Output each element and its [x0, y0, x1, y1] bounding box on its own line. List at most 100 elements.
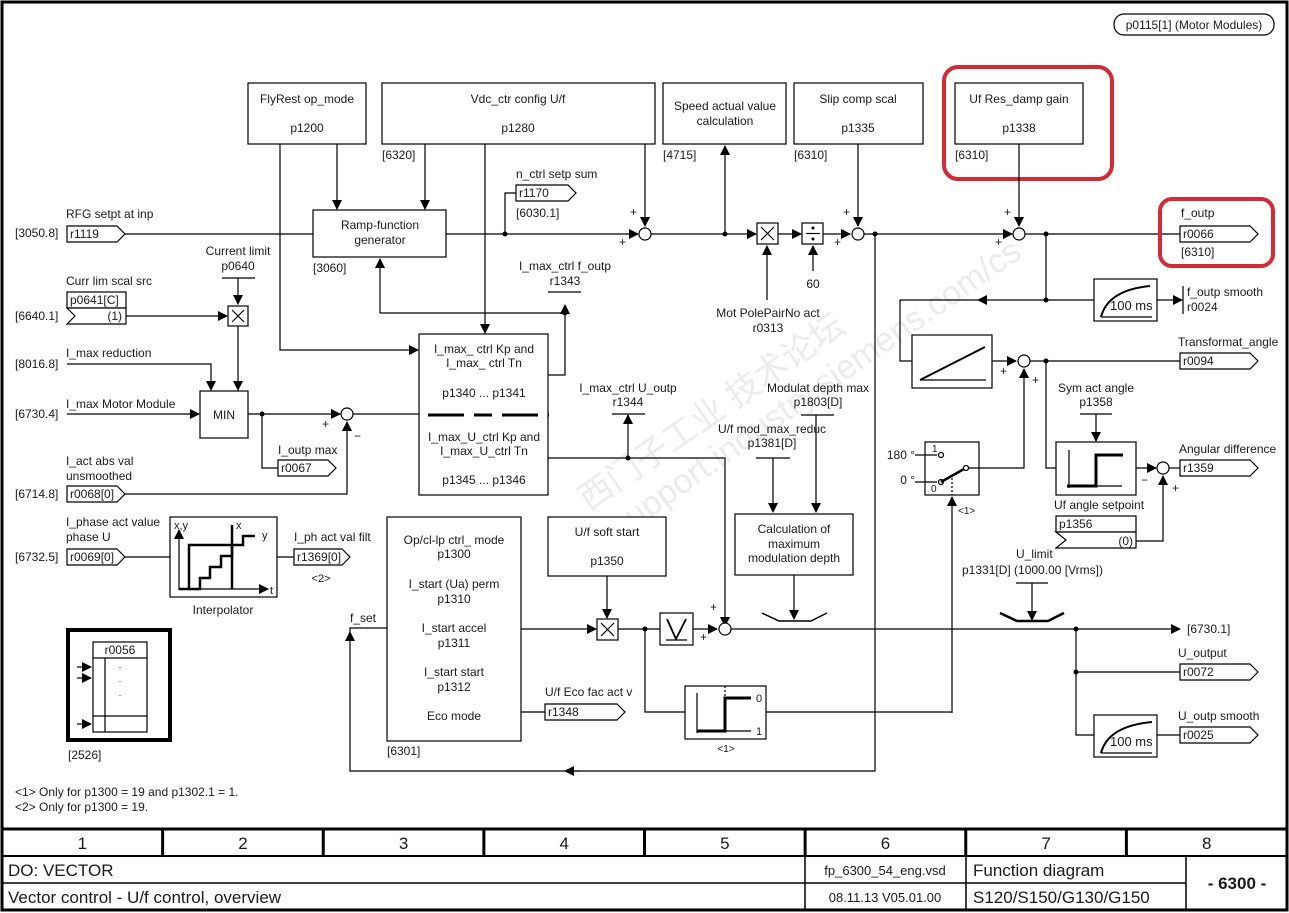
- svg-text:Vdc_ctr config U/f: Vdc_ctr config U/f: [471, 92, 566, 106]
- svg-text:+: +: [619, 235, 626, 249]
- imax-reduction-input: I_max reduction [8016.8]: [15, 346, 216, 391]
- svg-text:+: +: [322, 417, 329, 431]
- summing-junction: [718, 622, 732, 636]
- svg-text:[6310]: [6310]: [794, 148, 827, 162]
- svg-text:p1311: p1311: [438, 636, 471, 650]
- r0067-connector[interactable]: r0067: [281, 461, 312, 475]
- svg-text:(0): (0): [1118, 534, 1133, 548]
- svg-text:p1335: p1335: [841, 121, 875, 135]
- modulation-depth-block[interactable]: Calculation of maximum modulation depth: [734, 513, 854, 576]
- svg-text:−: −: [1141, 473, 1148, 487]
- multiply-block: [227, 305, 249, 327]
- ramp-function-generator[interactable]: Ramp-function generator [3060]: [312, 209, 447, 275]
- r0094-connector[interactable]: r0094: [1183, 354, 1214, 368]
- svg-text:p1280: p1280: [501, 121, 535, 135]
- param-badge[interactable]: p0115[1] (Motor Modules): [1113, 13, 1275, 36]
- svg-text:calculation: calculation: [697, 114, 754, 128]
- svg-text:RFG setpt at inp: RFG setpt at inp: [66, 207, 154, 221]
- softstart-block[interactable]: U/f soft start p1350: [547, 516, 667, 577]
- svg-text:maximum: maximum: [768, 537, 820, 551]
- svg-text:0: 0: [756, 693, 762, 705]
- svg-text:I_max_ ctrl Tn: I_max_ ctrl Tn: [446, 356, 522, 370]
- svg-text:+: +: [1004, 205, 1011, 219]
- svg-text:Op/cl-lp ctrl_ mode: Op/cl-lp ctrl_ mode: [404, 533, 505, 547]
- column-number: 5: [720, 834, 729, 853]
- svg-text:x: x: [236, 520, 242, 532]
- svg-text:FlyRest op_mode: FlyRest op_mode: [260, 92, 354, 106]
- rfg-input: RFG setpt at inp [3050.8] r1119: [15, 207, 154, 243]
- footnote-2: <2> Only for p1300 = 19.: [15, 800, 148, 814]
- r0072-connector[interactable]: r0072: [1183, 665, 1214, 679]
- svg-text:[6732.5]: [6732.5]: [15, 550, 58, 564]
- svg-text:I_start accel: I_start accel: [422, 621, 487, 635]
- p1356-field[interactable]: p1356: [1059, 517, 1093, 531]
- r0066-connector[interactable]: r0066: [1183, 227, 1214, 241]
- svg-text:[6301]: [6301]: [387, 744, 420, 758]
- flyrest-block[interactable]: FlyRest op_mode p1200: [247, 82, 367, 145]
- r1369-connector[interactable]: r1369[0]: [297, 550, 341, 564]
- svg-text:p1331[D] (1000.00 [Vrms]): p1331[D] (1000.00 [Vrms]): [962, 563, 1103, 577]
- opcl-ctrl-block[interactable]: Op/cl-lp ctrl_ mode p1300 I_start (Ua) p…: [386, 516, 522, 758]
- angular-diff-output: Angular difference r1359: [1179, 442, 1277, 477]
- p0641-field[interactable]: p0641[C]: [70, 293, 119, 307]
- product-list: S120/S150/G130/G150: [973, 888, 1150, 907]
- svg-text:I_outp max: I_outp max: [278, 443, 337, 457]
- svg-text:[8016.8]: [8016.8]: [15, 357, 58, 371]
- vdc-ctrl-block[interactable]: Vdc_ctr config U/f p1280 [6320]: [381, 82, 656, 162]
- res-damp-block[interactable]: Uf Res_damp gain p1338 [6310]: [954, 82, 1084, 162]
- svg-text:[6320]: [6320]: [382, 148, 415, 162]
- r0025-connector[interactable]: r0025: [1183, 728, 1214, 742]
- summing-junction: [340, 407, 354, 421]
- foutp-output: f_outp r0066 [6310]: [1179, 206, 1259, 259]
- r0069-connector[interactable]: r0069[0]: [70, 550, 114, 564]
- r1348-connector[interactable]: r1348: [548, 705, 579, 719]
- r0068-connector[interactable]: r0068[0]: [70, 487, 114, 501]
- eco-output: U/f Eco fac act v r1348: [544, 685, 632, 721]
- column-number: 8: [1202, 834, 1211, 853]
- svg-text:+: +: [1000, 364, 1007, 378]
- iph-filt-output: I_ph act val filt r1369[0] <2>: [293, 530, 371, 585]
- svg-text:U_output: U_output: [1178, 646, 1227, 660]
- svg-text:I_max_ ctrl Kp and: I_max_ ctrl Kp and: [434, 342, 534, 356]
- page-number: - 6300 -: [1208, 874, 1267, 893]
- summing-junction: [638, 227, 652, 241]
- r1170-connector[interactable]: r1170: [519, 186, 549, 200]
- svg-text:<2>: <2>: [312, 573, 331, 585]
- svg-text:+: +: [843, 205, 850, 219]
- svg-text:I_max_U_ctrl Tn: I_max_U_ctrl Tn: [440, 444, 528, 458]
- svg-text:[4715]: [4715]: [663, 148, 696, 162]
- svg-text:+: +: [630, 205, 637, 219]
- column-number: 6: [881, 834, 890, 853]
- svg-text:I_act abs val: I_act abs val: [66, 454, 133, 468]
- svg-text:60: 60: [806, 277, 820, 291]
- svg-text:p0115[1] (Motor Modules): p0115[1] (Motor Modules): [1126, 18, 1263, 32]
- svg-text:Calculation of: Calculation of: [758, 522, 831, 536]
- slip-comp-block[interactable]: Slip comp scal p1335 [6310]: [793, 82, 924, 162]
- svg-text:+: +: [834, 235, 841, 249]
- current-limit-input: Current limit p0640: [206, 244, 271, 305]
- speed-calc-block[interactable]: Speed actual value calculation [4715]: [662, 82, 787, 162]
- imax-ctrl-block[interactable]: I_max_ ctrl Kp and I_max_ ctrl Tn p1340 …: [418, 333, 549, 496]
- svg-text:r0313: r0313: [753, 321, 784, 335]
- svg-text:Ramp-function: Ramp-function: [341, 218, 419, 232]
- svg-text:Modulat depth max: Modulat depth max: [767, 381, 869, 395]
- column-number: 3: [399, 834, 408, 853]
- svg-text:modulation depth: modulation depth: [748, 551, 840, 565]
- diagram-title: Vector control - U/f control, overview: [8, 888, 282, 907]
- svg-text:Current limit: Current limit: [206, 244, 271, 258]
- svg-text:[6310]: [6310]: [1181, 245, 1214, 259]
- svg-text:f_outp smooth: f_outp smooth: [1187, 285, 1263, 299]
- uf-angle-setpoint: Uf angle setpoint p1356 (0): [1054, 498, 1145, 549]
- svg-text:Curr lim scal src: Curr lim scal src: [66, 274, 152, 288]
- svg-text:phase U: phase U: [66, 530, 111, 544]
- svg-text:[3060]: [3060]: [313, 261, 346, 275]
- r0056-block[interactable]: r0056 · · · [2526]: [66, 628, 172, 762]
- pt1-filter-uoutp: 100 ms: [1093, 714, 1158, 758]
- svg-text:−: −: [354, 429, 361, 443]
- imax-mm-input: I_max Motor Module [6730.4]: [15, 397, 200, 421]
- summing-junction: [1012, 227, 1026, 241]
- r1359-connector[interactable]: r1359: [1183, 461, 1214, 475]
- svg-text:[6310]: [6310]: [955, 148, 988, 162]
- r1119-connector[interactable]: r1119: [70, 227, 99, 241]
